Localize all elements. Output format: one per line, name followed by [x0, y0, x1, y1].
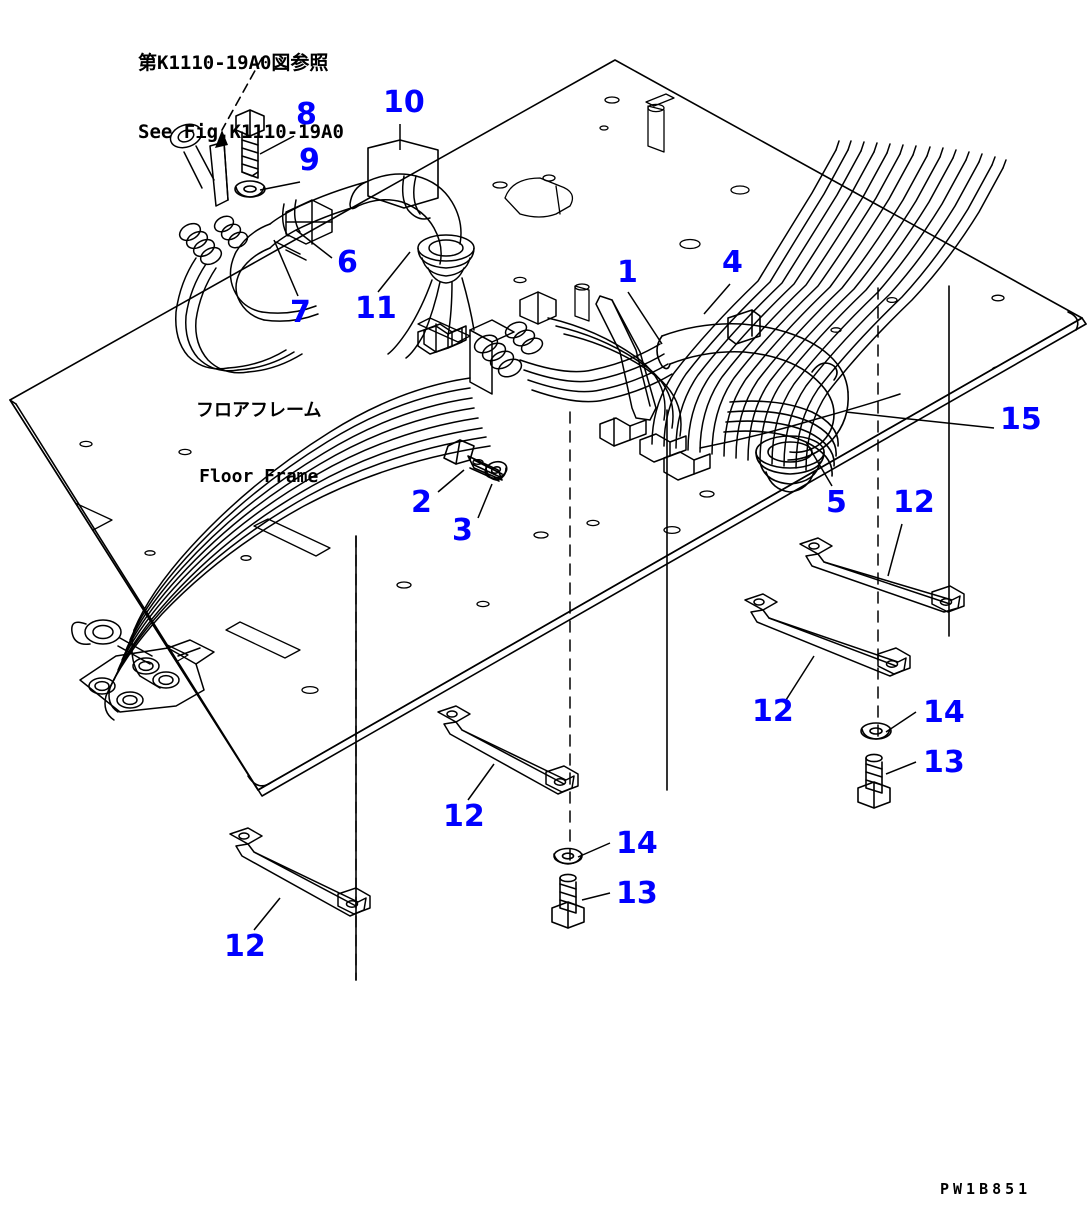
callout-6[interactable]: 6	[337, 245, 358, 280]
callout-13[interactable]: 13	[923, 745, 965, 780]
callout-8[interactable]: 8	[296, 97, 317, 132]
reference-leader	[215, 57, 263, 148]
callout-11[interactable]: 11	[355, 291, 397, 326]
assembly-vertical-lines	[355, 285, 950, 981]
item15-strap	[699, 393, 901, 449]
bolt-8	[235, 109, 265, 179]
floor-frame-label-jp: フロアフレーム	[196, 400, 322, 421]
callout-2[interactable]: 2	[411, 485, 432, 520]
callout-12c[interactable]: 12	[443, 799, 485, 834]
callout-1[interactable]: 1	[617, 255, 638, 290]
callout-10[interactable]: 10	[383, 85, 425, 120]
elbow-pipe-right	[656, 309, 849, 493]
bolt-13	[857, 753, 891, 809]
center-hose-junction	[469, 291, 711, 481]
callout-9[interactable]: 9	[299, 143, 320, 178]
upper-left-hose-assembly	[169, 123, 475, 374]
bolt-13b	[551, 873, 585, 929]
callout-13b[interactable]: 13	[616, 876, 658, 911]
callout-14[interactable]: 14	[923, 695, 965, 730]
callout-12d[interactable]: 12	[224, 929, 266, 964]
drawing-number: PW1B851	[940, 1180, 1032, 1198]
left-front-manifold	[71, 619, 215, 721]
see-figure-reference: 第K1110-19A0図参照 See Fig.K1110-19A0	[138, 6, 344, 190]
hose-bundle-left	[105, 377, 491, 697]
floor-frame-label: フロアフレーム Floor Frame	[196, 356, 321, 532]
callout-5[interactable]: 5	[826, 485, 847, 520]
callout-14b[interactable]: 14	[616, 826, 658, 861]
washer-14b	[553, 847, 583, 865]
left-edge-fitting	[417, 325, 463, 355]
callout-12[interactable]: 12	[893, 485, 935, 520]
washer-3	[484, 460, 508, 481]
reference-note-en: See Fig.K1110-19A0	[138, 121, 344, 143]
reference-note-jp: 第K1110-19A0図参照	[138, 52, 329, 74]
callout-leaders	[253, 124, 995, 931]
floor-frame-plate-outline	[9, 59, 1087, 797]
callout-12b[interactable]: 12	[752, 694, 794, 729]
callout-4[interactable]: 4	[722, 245, 743, 280]
washer-14	[860, 722, 892, 740]
floor-frame-label-en: Floor Frame	[199, 466, 319, 487]
callout-15[interactable]: 15	[1000, 402, 1042, 437]
callout-3[interactable]: 3	[452, 513, 473, 548]
callout-7[interactable]: 7	[290, 295, 311, 330]
clamp-bars	[229, 537, 965, 917]
